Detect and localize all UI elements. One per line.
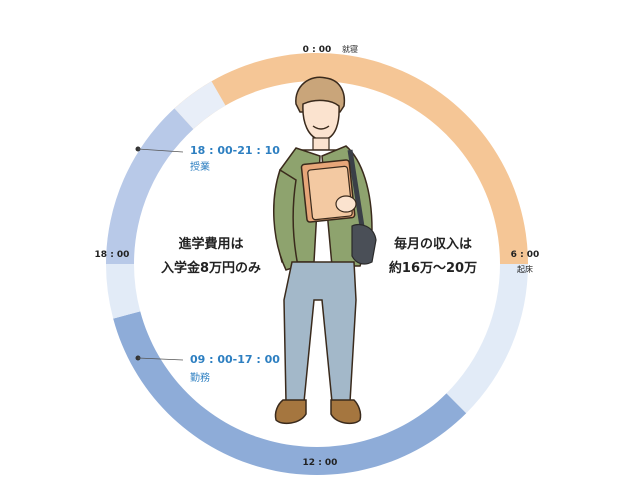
event-wake: 起床 <box>517 264 533 274</box>
income-note-line1: 毎月の収入は <box>394 236 472 252</box>
ring-segments <box>106 52 528 475</box>
tuition-note-line1: 進学費用は <box>178 236 243 252</box>
work-label: 勤務 <box>190 371 210 384</box>
tuition-note-line2: 入学金8万円のみ <box>161 260 261 276</box>
evening-gap-segment <box>106 264 141 319</box>
class-leader <box>135 146 184 153</box>
class-time: 18 : 00-21 : 10 <box>190 144 280 157</box>
income-note-line2: 約16万〜20万 <box>389 260 477 276</box>
clock-label-right: 6 : 00 <box>511 250 540 260</box>
work-segment <box>113 311 467 475</box>
clock-label-left: 18 : 00 <box>95 250 130 260</box>
student-illustration <box>273 76 377 425</box>
morning-gap-segment <box>446 264 528 414</box>
work-leader <box>135 355 184 361</box>
night-gap-segment <box>174 81 226 130</box>
class-segment <box>106 108 194 264</box>
clock-label-top: 0 : 00 <box>303 45 332 55</box>
sleep-segment <box>174 52 528 264</box>
clock-label-bottom: 12 : 00 <box>303 458 338 468</box>
class-label: 授業 <box>190 160 210 173</box>
work-time: 09 : 00-17 : 00 <box>190 353 280 366</box>
event-sleep: 就寝 <box>342 44 358 54</box>
